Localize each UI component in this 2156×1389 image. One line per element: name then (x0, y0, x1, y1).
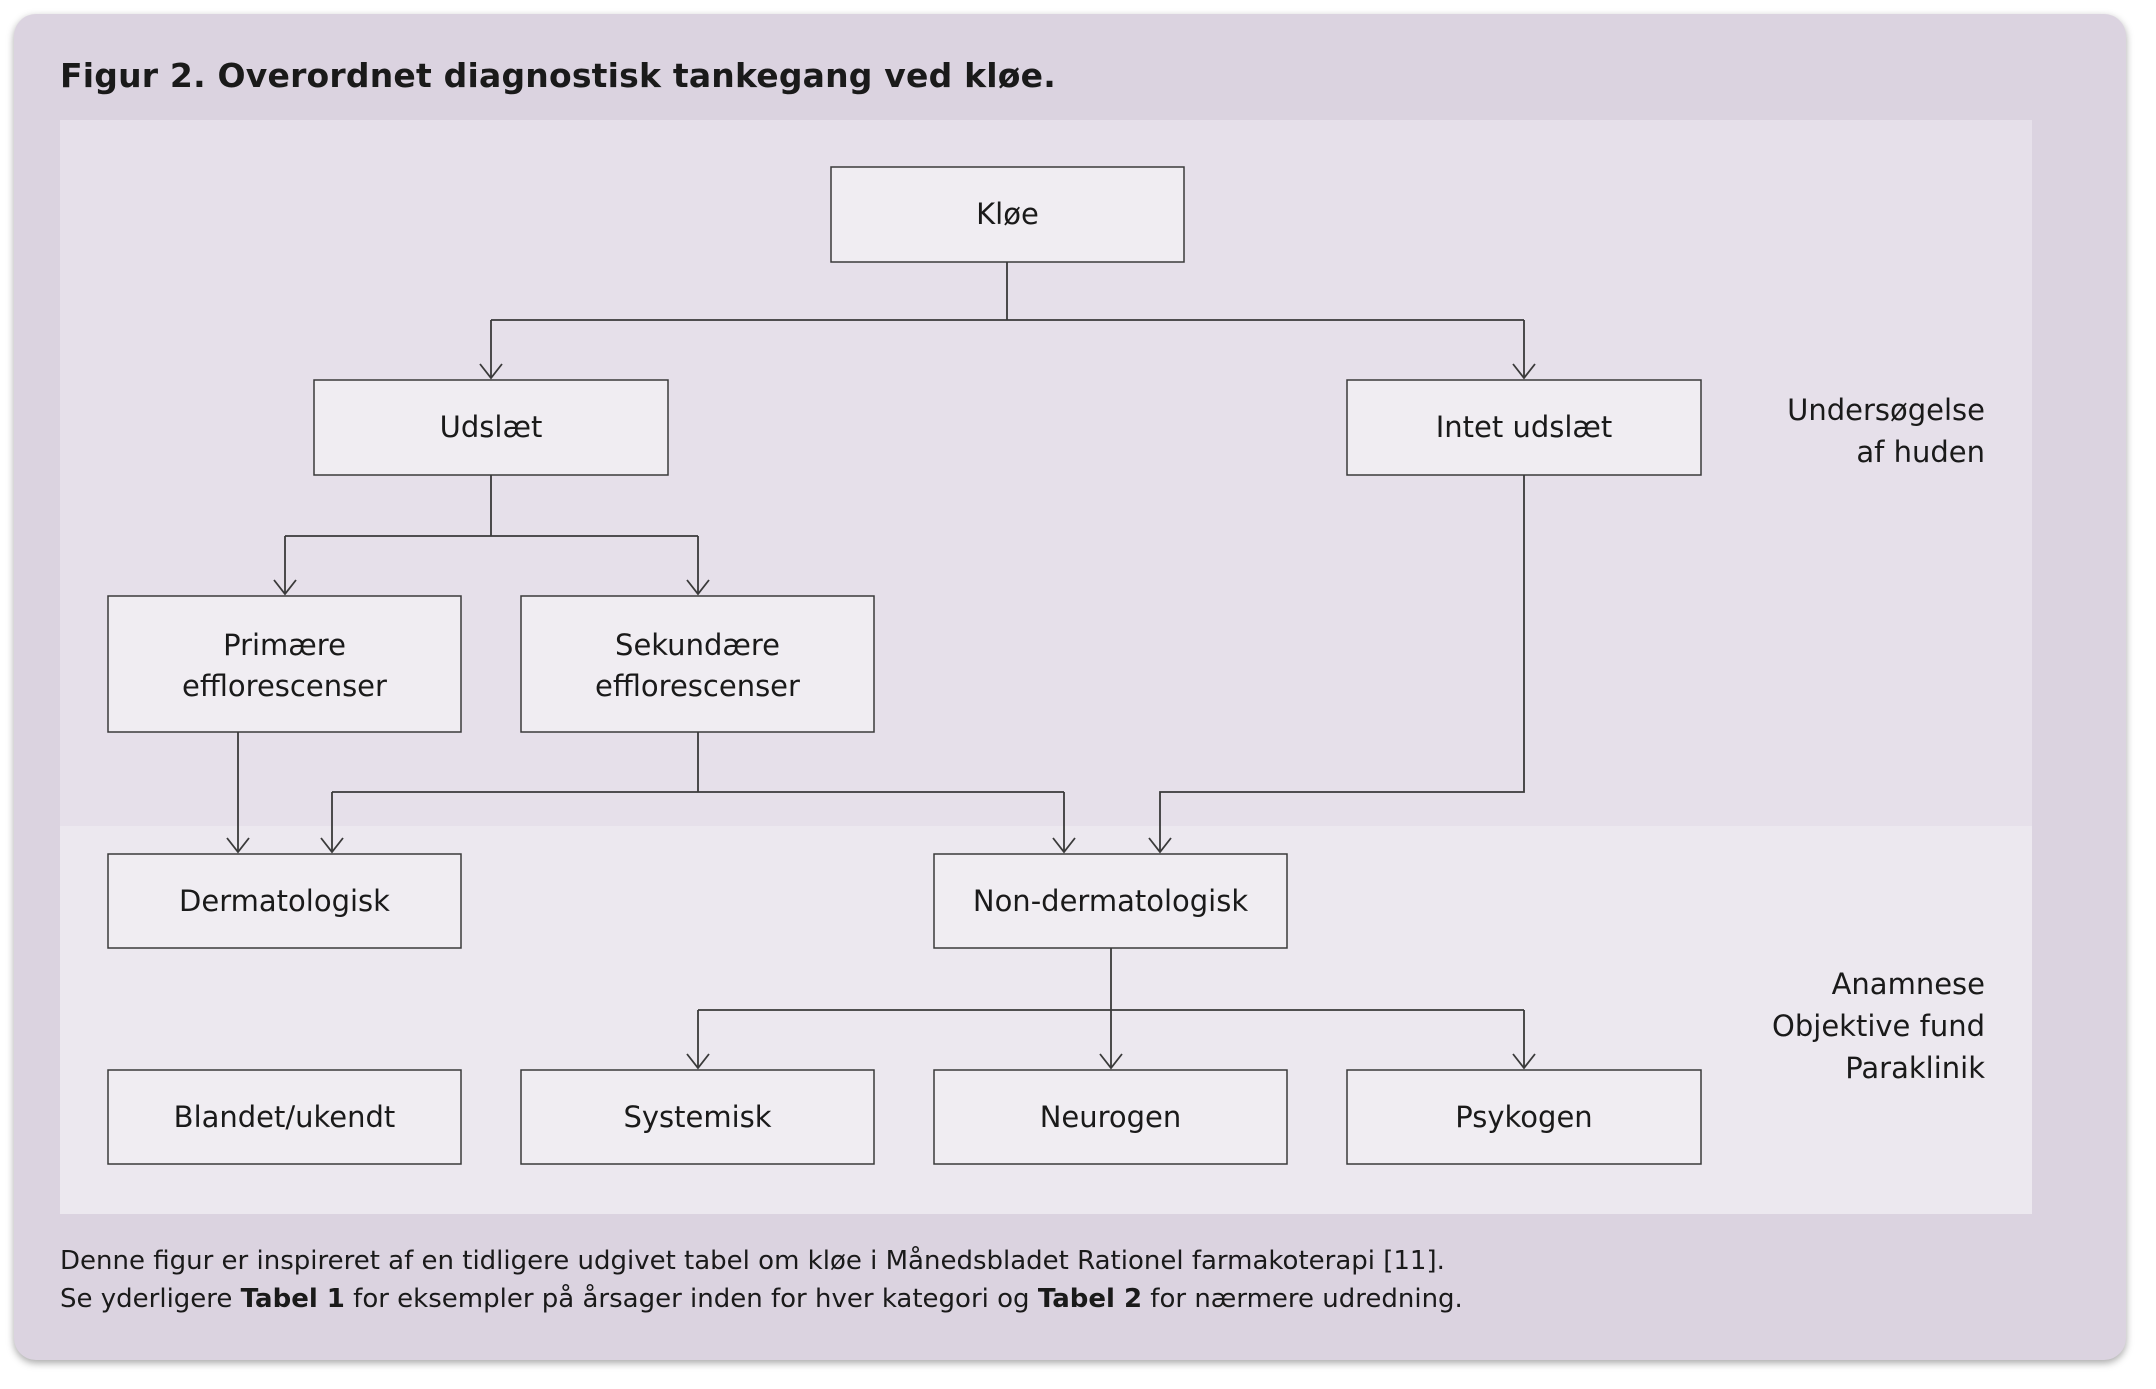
svg-text:Neurogen: Neurogen (1040, 1100, 1182, 1134)
node-dermatologisk: Dermatologisk (107, 853, 462, 949)
svg-text:Kløe: Kløe (976, 197, 1039, 231)
edge-udslaet-split (285, 475, 698, 537)
svg-text:Paraklinik: Paraklinik (1845, 1051, 1985, 1085)
footnote-line-2: Se yderligere Tabel 1 for eksempler på å… (60, 1280, 1463, 1318)
svg-text:af huden: af huden (1856, 435, 1985, 469)
table-2-reference: Tabel 2 (1037, 1284, 1143, 1314)
connectors (226, 262, 1536, 1070)
svg-text:Undersøgelse: Undersøgelse (1787, 393, 1985, 427)
zone-label-skin-exam: Undersøgelse af huden (1787, 393, 1985, 469)
node-blandet-ukendt: Blandet/ukendt (107, 1069, 462, 1165)
node-udslaet: Udslæt (313, 379, 669, 476)
svg-text:Udslæt: Udslæt (440, 410, 543, 444)
node-primaere-efflorescenser: Primære efflorescenser (107, 595, 462, 733)
svg-text:Anamnese: Anamnese (1832, 967, 1985, 1001)
footnote-line-1: Denne figur er inspireret af en tidliger… (60, 1246, 1445, 1276)
svg-text:Blandet/ukendt: Blandet/ukendt (174, 1100, 396, 1134)
node-systemisk: Systemisk (520, 1069, 875, 1165)
node-psykogen: Psykogen (1346, 1069, 1702, 1165)
svg-text:Sekundære: Sekundære (615, 628, 780, 662)
node-non-dermatologisk: Non-dermatologisk (933, 853, 1288, 949)
edge-kloe-split (491, 262, 1524, 321)
table-1-reference: Tabel 1 (240, 1284, 345, 1314)
svg-text:Intet udslæt: Intet udslæt (1436, 410, 1613, 444)
node-neurogen: Neurogen (933, 1069, 1288, 1165)
zone-label-history: Anamnese Objektive fund Paraklinik (1772, 967, 1985, 1085)
svg-text:Objektive fund: Objektive fund (1772, 1009, 1985, 1043)
figure-footnote: Denne figur er inspireret af en tidliger… (60, 1242, 1463, 1318)
svg-text:Systemisk: Systemisk (623, 1100, 771, 1134)
svg-text:Primære: Primære (223, 628, 346, 662)
svg-text:efflorescenser: efflorescenser (595, 669, 800, 703)
svg-text:Dermatologisk: Dermatologisk (179, 884, 390, 918)
svg-text:efflorescenser: efflorescenser (182, 669, 387, 703)
edge-sekundaere-split (332, 732, 1064, 793)
svg-text:Non-dermatologisk: Non-dermatologisk (973, 884, 1248, 918)
svg-text:Psykogen: Psykogen (1455, 1100, 1592, 1134)
figure-title: Figur 2. Overordnet diagnostisk tankegan… (60, 56, 1056, 95)
footnote-text: for nærmere udredning. (1142, 1284, 1463, 1314)
edge-intet-nondermatologisk (1148, 475, 1525, 854)
node-intet-udslaet: Intet udslæt (1346, 379, 1702, 476)
node-sekundaere-efflorescenser: Sekundære efflorescenser (520, 595, 875, 733)
footnote-text: Se yderligere (60, 1284, 241, 1314)
node-kloe: Kløe (830, 166, 1185, 263)
footnote-text: for eksempler på årsager inden for hver … (344, 1284, 1038, 1314)
